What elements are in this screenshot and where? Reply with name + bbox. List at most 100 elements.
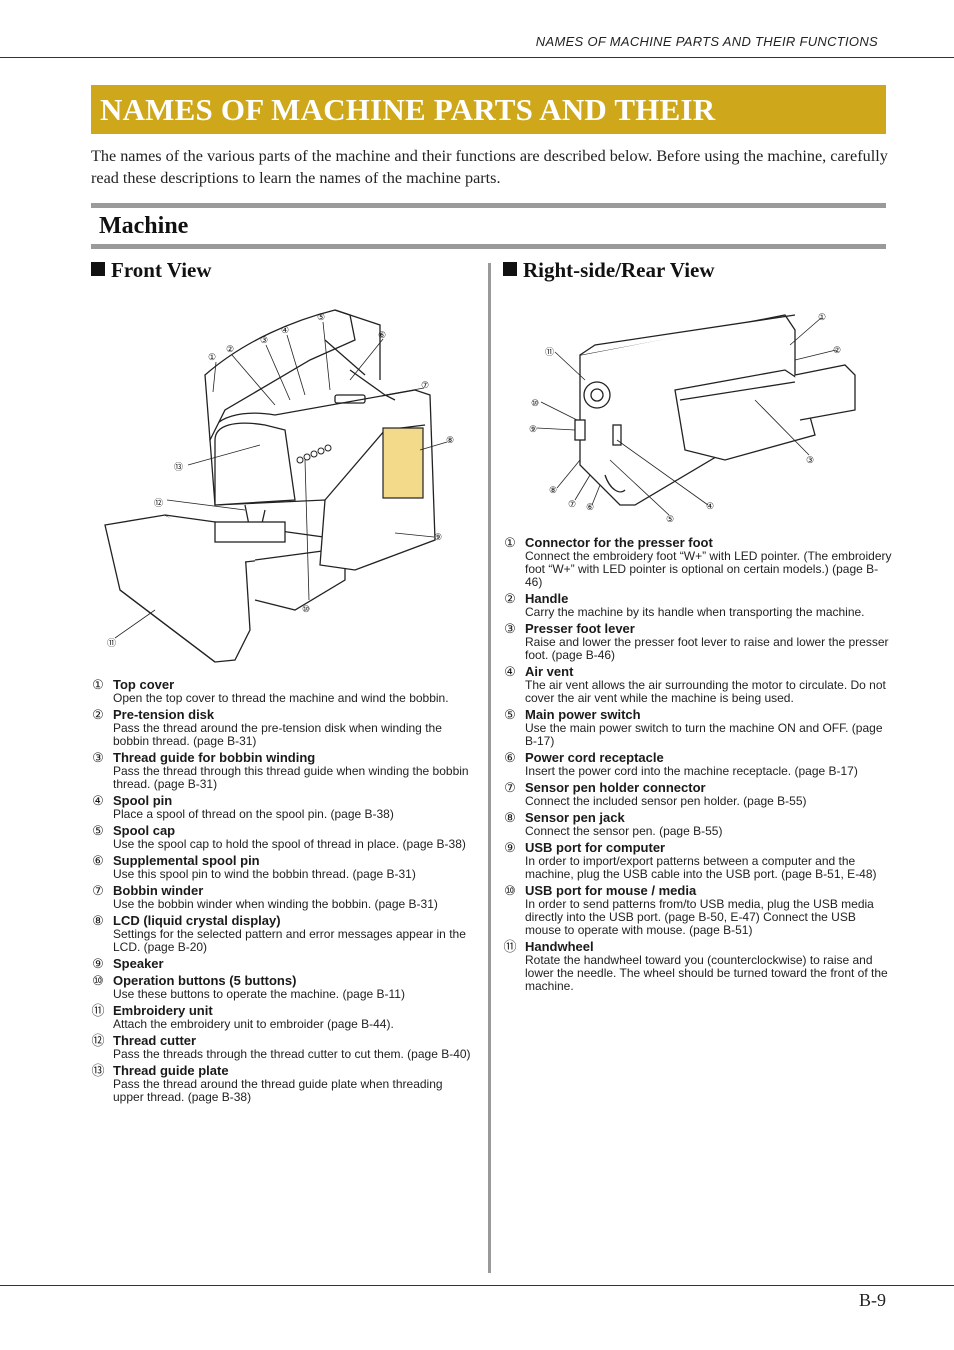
section-title: Machine bbox=[99, 213, 189, 239]
rear-callout-9: ⑨ bbox=[529, 424, 537, 434]
item-number: ⑫ bbox=[91, 1033, 105, 1048]
item-number: ⑪ bbox=[91, 1003, 105, 1018]
part-description: Rotate the handwheel toward you (counter… bbox=[525, 953, 888, 993]
callout-4: ④ bbox=[281, 325, 289, 335]
item-number: ③ bbox=[504, 621, 516, 636]
part-description: Insert the power cord into the machine r… bbox=[525, 764, 858, 778]
front-part-item: ⑨ Speaker bbox=[91, 956, 476, 971]
part-name: Connector for the presser foot bbox=[525, 535, 713, 550]
part-description: In order to import/export patterns betwe… bbox=[525, 854, 877, 881]
part-description: Use the spool cap to hold the spool of t… bbox=[113, 837, 466, 851]
item-number: ⑤ bbox=[92, 823, 104, 838]
part-description: In order to send patterns from/to USB me… bbox=[525, 897, 874, 937]
callout-13: ⑬ bbox=[174, 462, 183, 472]
item-number: ⑪ bbox=[503, 939, 517, 954]
item-number: ⑦ bbox=[504, 780, 516, 795]
callout-2: ② bbox=[226, 344, 234, 354]
item-number: ② bbox=[92, 707, 104, 722]
page-title: NAMES OF MACHINE PARTS AND THEIR FUNCTIO… bbox=[100, 92, 716, 176]
part-description: Attach the embroidery unit to embroider … bbox=[113, 1017, 394, 1031]
part-description: Pass the thread around the pre-tension d… bbox=[113, 721, 442, 748]
item-number: ② bbox=[504, 591, 516, 606]
part-name: Power cord receptacle bbox=[525, 750, 664, 765]
item-number: ⑧ bbox=[92, 913, 104, 928]
part-name: Spool cap bbox=[113, 823, 176, 838]
part-description: The air vent allows the air surrounding … bbox=[525, 678, 886, 705]
part-description: Carry the machine by its handle when tra… bbox=[525, 605, 865, 619]
item-number: ⑥ bbox=[92, 853, 104, 868]
part-description: Place a spool of thread on the spool pin… bbox=[113, 807, 394, 821]
front-view-illustration: ① ② ③ ④ ⑤ ⑥ ⑦ ⑧ ⑨ ⑩ ⑪ ⑫ ⑬ bbox=[104, 309, 454, 663]
title-bar: NAMES OF MACHINE PARTS AND THEIR FUNCTIO… bbox=[91, 85, 886, 176]
part-name: Thread cutter bbox=[113, 1033, 197, 1048]
part-name: Bobbin winder bbox=[113, 883, 204, 898]
rear-callout-10: ⑩ bbox=[531, 398, 539, 408]
rear-callout-1: ① bbox=[818, 312, 826, 322]
part-description: Use this spool pin to wind the bobbin th… bbox=[113, 867, 416, 881]
rear-callout-6: ⑥ bbox=[586, 502, 594, 512]
part-name: LCD (liquid crystal display) bbox=[113, 913, 281, 928]
part-name: Sensor pen holder connector bbox=[525, 780, 706, 795]
rear-view-heading-text: Right-side/Rear View bbox=[523, 258, 715, 282]
part-name: Main power switch bbox=[525, 707, 641, 722]
part-description: Pass the threads through the thread cutt… bbox=[113, 1047, 471, 1061]
rear-callout-4: ④ bbox=[706, 501, 714, 511]
front-view-heading-text: Front View bbox=[111, 258, 212, 282]
callout-5: ⑤ bbox=[317, 312, 325, 322]
callout-10: ⑩ bbox=[302, 604, 310, 614]
part-name: Presser foot lever bbox=[525, 621, 635, 636]
callout-7: ⑦ bbox=[421, 380, 429, 390]
part-name: Handwheel bbox=[525, 939, 594, 954]
rear-callout-3: ③ bbox=[806, 455, 814, 465]
item-number: ① bbox=[504, 535, 516, 550]
item-number: ⑤ bbox=[504, 707, 516, 722]
callout-6: ⑥ bbox=[378, 330, 386, 340]
part-description: Connect the included sensor pen holder. … bbox=[525, 794, 807, 808]
rear-callout-7: ⑦ bbox=[568, 499, 576, 509]
callout-3: ③ bbox=[260, 335, 268, 345]
rear-callout-5: ⑤ bbox=[666, 514, 674, 524]
part-name: Embroidery unit bbox=[113, 1003, 213, 1018]
rear-callout-11: ⑪ bbox=[545, 347, 554, 357]
top-rule bbox=[0, 57, 954, 58]
bottom-rule bbox=[0, 1285, 954, 1286]
square-bullet-icon bbox=[503, 262, 517, 276]
section-heading-bar: Machine bbox=[91, 203, 886, 249]
item-number: ④ bbox=[92, 793, 104, 808]
part-description: Connect the embroidery foot “W+” with LE… bbox=[525, 549, 892, 589]
part-description: Connect the sensor pen. (page B-55) bbox=[525, 824, 723, 838]
part-description: Settings for the selected pattern and er… bbox=[113, 927, 466, 954]
part-name: Air vent bbox=[525, 664, 574, 679]
part-name: Spool pin bbox=[113, 793, 173, 808]
part-name: Top cover bbox=[113, 677, 175, 692]
item-number: ⑨ bbox=[504, 840, 516, 855]
part-name: Thread guide for bobbin winding bbox=[113, 750, 316, 765]
part-description: Pass the thread around the thread guide … bbox=[113, 1077, 443, 1104]
column-divider bbox=[488, 263, 491, 1273]
part-description: Use the main power switch to turn the ma… bbox=[525, 721, 883, 748]
item-number: ① bbox=[92, 677, 104, 692]
part-name: Speaker bbox=[113, 956, 164, 971]
callout-9: ⑨ bbox=[434, 532, 442, 542]
front-view-heading: Front View bbox=[91, 258, 212, 283]
callout-8: ⑧ bbox=[446, 435, 454, 445]
rear-callout-2: ② bbox=[833, 345, 841, 355]
item-number: ⑨ bbox=[92, 956, 104, 971]
callout-12: ⑫ bbox=[154, 498, 163, 508]
item-number: ④ bbox=[504, 664, 516, 679]
front-part-item: ⑧ LCD (liquid crystal display)Settings fo… bbox=[91, 913, 476, 954]
